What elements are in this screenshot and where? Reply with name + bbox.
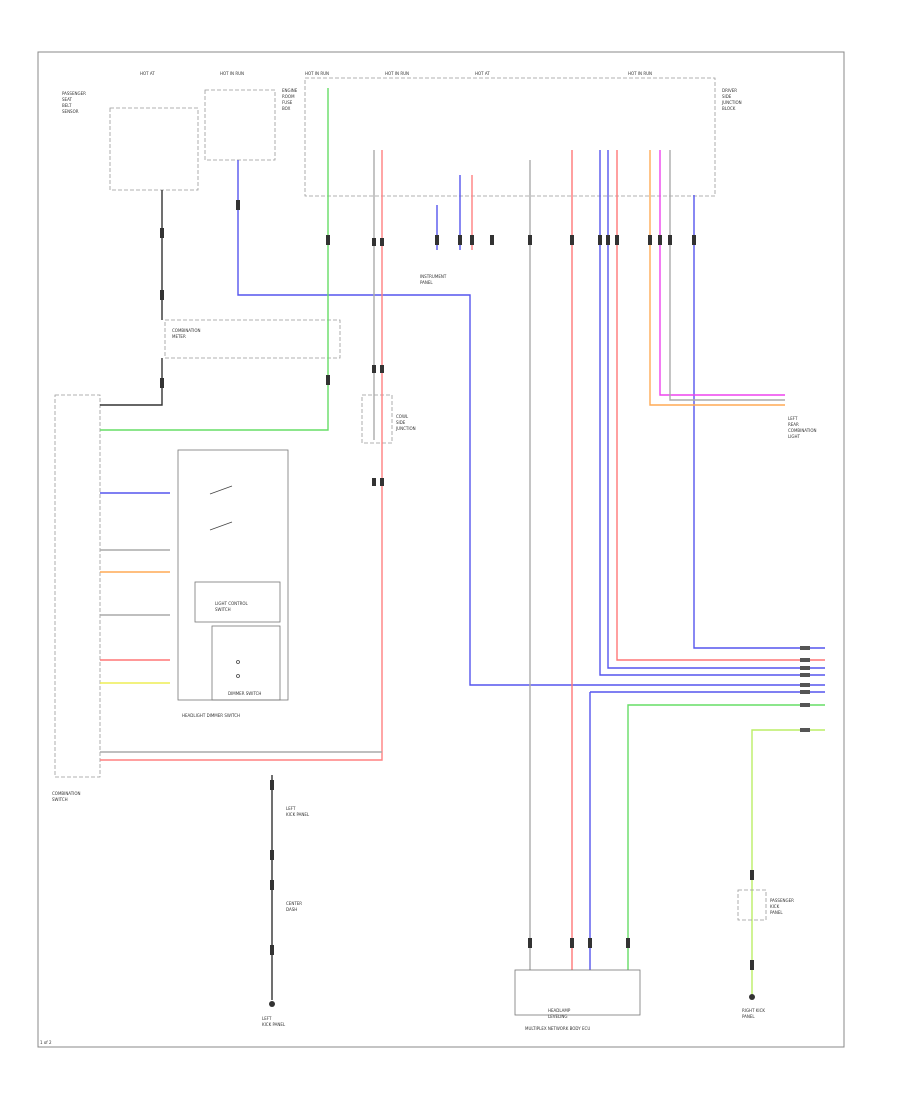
wire-pink-1 (100, 150, 383, 761)
engine-room-fuse-box (204, 89, 276, 161)
multiplex-ecu-label: MULTIPLEX NETWORK BODY ECU (525, 1026, 590, 1031)
dimmer-switch (211, 625, 281, 701)
hot-label-1: HOT AT (140, 71, 155, 76)
connector-marks (160, 200, 754, 970)
wire-green-1 (100, 88, 329, 431)
passenger-seat-sensor (109, 107, 199, 191)
wire-red-2 (616, 150, 825, 661)
passenger-kick-panel (737, 889, 767, 921)
hot-label-6: HOT IN RUN (628, 71, 652, 76)
wire-green-2 (627, 704, 825, 970)
hot-label-3: HOT IN RUN (305, 71, 329, 76)
hot-label-2: HOT IN RUN (220, 71, 244, 76)
light-control-switch (194, 581, 281, 623)
page-number: 1 of 2 (40, 1040, 52, 1045)
dimmer-switch-label: DIMMER SWITCH (228, 691, 261, 696)
wire-blue-4 (693, 195, 825, 649)
headlamp-ecu (514, 969, 641, 1016)
right-pin-stack (800, 646, 810, 732)
wire-blue-2 (599, 150, 825, 676)
driver-junction-block (304, 77, 716, 197)
ground-right-symbol (749, 994, 755, 1000)
wires (100, 88, 825, 1000)
headlight-dimmer-label: HEADLIGHT DIMMER SWITCH (182, 713, 240, 718)
headlight-dimmer-switch (177, 449, 289, 701)
cowl-side-junction (361, 394, 393, 444)
wire-lime (751, 729, 825, 995)
hot-label-5: HOT AT (475, 71, 490, 76)
wire-magenta-1 (659, 150, 785, 396)
wire-gray-rear (669, 150, 785, 401)
switch-contacts (209, 485, 240, 678)
ground-symbol (269, 1001, 275, 1007)
diagram-frame (37, 51, 845, 1048)
wire-black-meter (100, 358, 163, 406)
wire-blue-main (237, 160, 825, 686)
wire-blue-3 (607, 150, 825, 669)
hot-label-4: HOT IN RUN (385, 71, 409, 76)
combination-switch (54, 394, 101, 778)
combination-meter (164, 319, 341, 359)
